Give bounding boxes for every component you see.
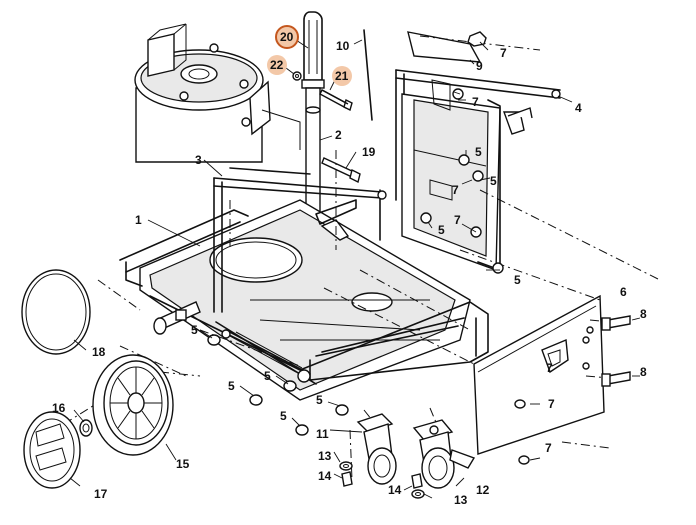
label-1: 1: [135, 213, 142, 227]
part-labels: 1 2 3 4 5 5 5 5 5 5 5 5 5 6 7 7 7 7 7 7 …: [52, 30, 647, 507]
label-17: 17: [94, 487, 108, 501]
leader-lines: [69, 39, 641, 499]
label-8a: 8: [640, 307, 647, 321]
rear-frame: [395, 31, 561, 271]
rod-drawing: [363, 29, 373, 121]
label-19: 19: [362, 145, 376, 159]
bolts: [321, 89, 631, 387]
label-12: 12: [476, 483, 490, 497]
label-7b: 7: [472, 95, 479, 109]
side-panel: [473, 294, 605, 455]
casters: [356, 413, 476, 489]
wheel-group: [21, 269, 174, 489]
callout-20-highlight: [275, 25, 299, 49]
push-handle: [213, 167, 387, 313]
caster-hardware: [339, 461, 425, 499]
label-5f: 5: [475, 145, 482, 159]
label-7d: 7: [454, 213, 461, 227]
label-5h: 5: [438, 223, 445, 237]
label-9: 9: [476, 59, 483, 73]
label-15: 15: [176, 457, 190, 471]
label-3: 3: [195, 153, 202, 167]
label-22: 22: [270, 58, 284, 72]
label-11: 11: [316, 427, 329, 441]
label-5i: 5: [514, 273, 521, 287]
tank-drawing: [134, 23, 301, 163]
label-2: 2: [335, 128, 342, 142]
label-5g: 5: [490, 174, 497, 188]
highlight-callouts: [267, 25, 352, 86]
assembly-guide-lines: [63, 35, 661, 481]
label-20: 20: [280, 30, 294, 44]
label-6: 6: [620, 285, 627, 299]
label-5b: 5: [228, 379, 235, 393]
label-14b: 14: [388, 483, 402, 497]
label-5d: 5: [280, 409, 287, 423]
callout-22-highlight: [267, 55, 287, 75]
label-5c: 5: [264, 369, 271, 383]
label-10: 10: [336, 39, 350, 53]
label-13b: 13: [454, 493, 468, 507]
label-5e: 5: [316, 393, 323, 407]
label-7e: 7: [546, 361, 553, 375]
label-18: 18: [92, 345, 106, 359]
label-7c: 7: [452, 183, 459, 197]
label-7g: 7: [545, 441, 552, 455]
label-4: 4: [575, 101, 582, 115]
label-7a: 7: [500, 46, 507, 60]
label-14a: 14: [318, 469, 332, 483]
label-16: 16: [52, 401, 66, 415]
label-5a: 5: [191, 323, 198, 337]
label-13a: 13: [318, 449, 332, 463]
label-8b: 8: [640, 365, 647, 379]
label-7f: 7: [548, 397, 555, 411]
callout-21-highlight: [332, 66, 352, 86]
label-21: 21: [335, 69, 349, 83]
